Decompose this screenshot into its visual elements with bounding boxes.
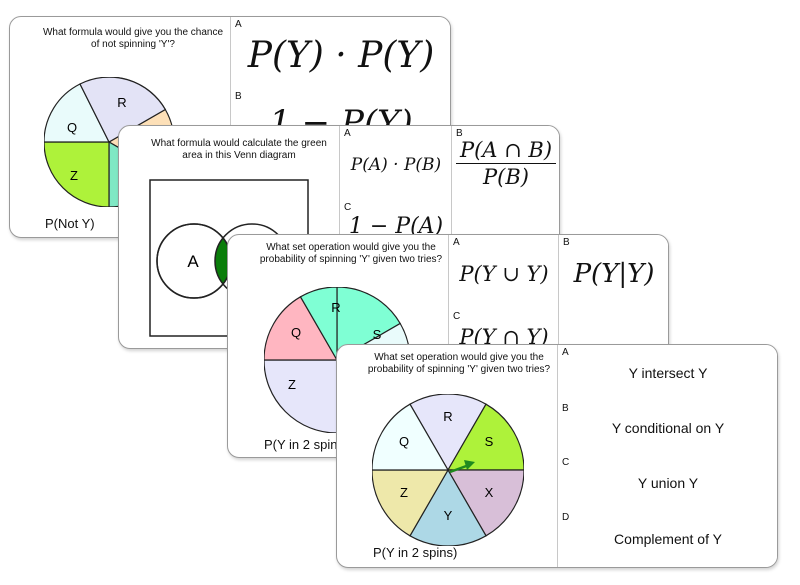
question-text: What formula would give you the chance o…	[42, 27, 224, 50]
spinner-caption: P(Not Y)	[45, 216, 95, 231]
spinner-label: R	[117, 95, 126, 110]
answer-option-a[interactable]: A P(Y ∪ Y)	[448, 235, 559, 310]
spinner-label: Y	[444, 508, 453, 523]
spinner-label: Z	[70, 168, 78, 183]
answer-option-c[interactable]: C Y union Y	[557, 455, 777, 511]
fraction-denominator: P(B)	[483, 164, 529, 189]
option-formula: P(A) · P(B)	[350, 155, 442, 175]
spinner-arrow-icon	[449, 460, 475, 474]
spinner-label: X	[485, 485, 494, 500]
question-text: What set operation would give you the pr…	[367, 352, 551, 375]
option-text: Y conditional on Y	[611, 420, 725, 436]
spinner-label: Q	[67, 120, 77, 135]
option-letter: C	[562, 457, 570, 468]
spinner-label: Q	[291, 325, 301, 340]
option-formula: P(Y|Y)	[573, 259, 655, 289]
option-text: Y intersect Y	[628, 365, 708, 381]
option-formula: P(Y ∪ Y)	[459, 262, 549, 286]
answer-option-b[interactable]: B P(Y|Y)	[558, 235, 668, 310]
option-letter: B	[563, 237, 570, 248]
answer-option-a[interactable]: A P(Y) · P(Y)	[230, 17, 450, 90]
spinner-label: Z	[288, 377, 296, 392]
option-letter: B	[235, 91, 242, 102]
option-formula: P(Y) · P(Y)	[247, 34, 435, 76]
option-text: Y union Y	[637, 474, 699, 491]
question-text: What formula would calculate the green a…	[151, 138, 327, 161]
option-letter: C	[453, 311, 461, 322]
option-letter: B	[562, 403, 569, 414]
option-letter: B	[456, 128, 463, 139]
option-letter: A	[562, 347, 569, 358]
spinner-wheel: R S Q X Z Y	[372, 394, 524, 546]
fraction-numerator: P(A ∩ B)	[455, 138, 557, 164]
answer-option-d[interactable]: D Complement of Y	[557, 510, 777, 567]
answer-option-b[interactable]: B Y conditional on Y	[557, 401, 777, 456]
spinner-label: S	[373, 327, 382, 342]
question-text: What set operation would give you the pr…	[259, 242, 443, 265]
spinner-label: R	[331, 300, 340, 315]
option-letter: A	[235, 19, 242, 30]
spinner-label: Q	[399, 434, 409, 449]
option-letter: A	[453, 237, 460, 248]
option-text: Complement of Y	[614, 530, 722, 547]
option-letter: C	[344, 202, 352, 213]
spinner-label: Z	[400, 485, 408, 500]
option-letter: A	[344, 128, 351, 139]
answer-option-a[interactable]: A P(A) · P(B)	[339, 126, 452, 201]
quiz-card-4: What set operation would give you the pr…	[336, 344, 778, 568]
answer-option-b[interactable]: B P(A ∩ B) P(B)	[451, 126, 559, 201]
spinner-label: R	[443, 409, 452, 424]
option-letter: D	[562, 512, 570, 523]
spinner-label: S	[485, 434, 494, 449]
answer-option-a[interactable]: A Y intersect Y	[557, 345, 777, 402]
spinner-caption: P(Y in 2 spins)	[264, 437, 349, 452]
option-fraction: P(A ∩ B) P(B)	[452, 126, 559, 200]
venn-label-a: A	[187, 252, 199, 271]
spinner-caption: P(Y in 2 spins)	[373, 545, 458, 560]
